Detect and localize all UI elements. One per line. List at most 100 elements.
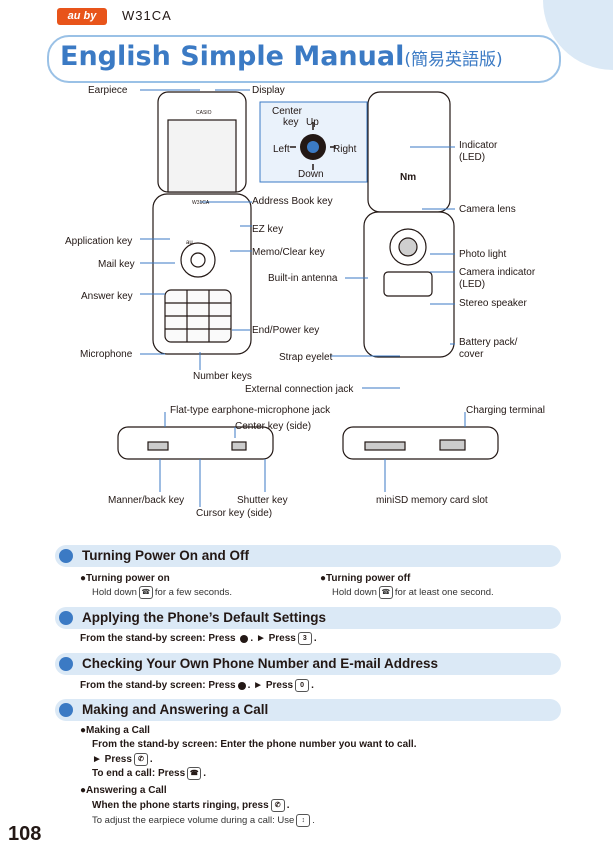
- end-call-text: To end a call: Press: [92, 768, 186, 780]
- call-key-icon: ✆: [270, 799, 285, 812]
- label-right: Right: [333, 144, 357, 155]
- own-number-text-c: .: [311, 680, 314, 692]
- number-key-icon: 0: [295, 679, 310, 692]
- power-on-text-a: Hold down: [92, 587, 137, 599]
- end-key-icon: ☎: [138, 586, 153, 599]
- label-mail-key: Mail key: [98, 259, 135, 270]
- label-address-book-key: Address Book key: [252, 196, 333, 207]
- dpad-detail: [259, 101, 368, 183]
- label-shutter-key: Shutter key: [237, 495, 288, 506]
- answering-call-text-1: When the phone starts ringing, press✆.: [92, 799, 290, 812]
- section-power-header: Turning Power On and Off: [55, 545, 561, 567]
- phone-casio-mark: CASIO: [196, 110, 212, 116]
- label-camera-indicator: Camera indicator: [459, 267, 536, 278]
- making-call-text-3: To end a call: Press☎.: [92, 767, 206, 780]
- label-left: Left: [273, 144, 290, 155]
- label-application-key: Application key: [65, 236, 133, 247]
- back-logo-mark: Nm: [400, 172, 417, 183]
- label-microphone: Microphone: [80, 349, 133, 360]
- title-japanese: (簡易英語版): [404, 50, 503, 70]
- title-main: English Simple Manual: [60, 41, 405, 72]
- section-calls-header: Making and Answering a Call: [55, 699, 561, 721]
- power-off-text: Hold down☎for at least one second.: [332, 586, 494, 599]
- label-built-in-antenna: Built-in antenna: [268, 273, 338, 284]
- label-end-power-key: End/Power key: [252, 325, 320, 336]
- center-key-icon: [237, 681, 246, 690]
- front-phone: [152, 91, 252, 355]
- making-call-text-2: ► Press✆.: [92, 753, 153, 766]
- end-key-icon: ☎: [378, 586, 393, 599]
- number-key-icon: 3: [297, 632, 312, 645]
- label-strap-eyelet: Strap eyelet: [279, 352, 333, 363]
- label-photo-light: Photo light: [459, 249, 507, 260]
- label-ez-key: EZ key: [252, 224, 284, 235]
- power-off-heading: ●Turning power off: [320, 573, 411, 584]
- label-indicator: Indicator: [459, 140, 498, 151]
- own-number-text: From the stand-by screen: Press . ► Press…: [80, 679, 314, 692]
- section-bullet-icon: [59, 657, 73, 671]
- label-manner-back-key: Manner/back key: [108, 495, 185, 506]
- label-display: Display: [252, 85, 285, 96]
- callout-lines: [140, 89, 466, 507]
- answering-call-text-2: To adjust the earpiece volume during a c…: [92, 814, 315, 827]
- power-off-text-a: Hold down: [332, 587, 377, 599]
- label-charging-terminal: Charging terminal: [466, 405, 545, 416]
- side-view-right: [342, 426, 499, 460]
- label-camera-lens: Camera lens: [459, 204, 516, 215]
- making-call-heading: ●Making a Call: [80, 725, 150, 736]
- making-call-press: ► Press: [92, 754, 132, 766]
- au-logo: au by KDDI: [57, 8, 107, 39]
- page-number: 108: [8, 823, 42, 845]
- power-on-text: Hold down☎for a few seconds.: [92, 586, 232, 599]
- label-down: Down: [298, 169, 324, 180]
- label-center: Center: [272, 106, 303, 117]
- section-title: Making and Answering a Call: [82, 702, 269, 717]
- default-settings-text-c: .: [313, 633, 317, 645]
- label-up: Up: [306, 117, 319, 128]
- label-flat-type-jack: Flat-type earphone-microphone jack: [170, 405, 331, 416]
- updown-key-icon: ↕: [296, 814, 311, 827]
- label-center-key-side: Center key (side): [235, 421, 312, 432]
- section-title: Applying the Phone’s Default Settings: [82, 610, 327, 625]
- volume-text: To adjust the earpiece volume during a c…: [92, 815, 295, 827]
- label-camera-indicator-led: (LED): [459, 279, 486, 290]
- label-stereo-speaker: Stereo speaker: [459, 298, 527, 309]
- call-key-icon: ✆: [133, 753, 148, 766]
- section-bullet-icon: [59, 611, 73, 625]
- label-earpiece: Earpiece: [88, 85, 128, 96]
- section-title: Turning Power On and Off: [82, 548, 249, 563]
- phone-model-mark: W31CA: [192, 200, 210, 206]
- label-number-keys: Number keys: [193, 371, 252, 382]
- side-view-left: [117, 426, 274, 460]
- section-own-number-header: Checking Your Own Phone Number and E-mai…: [55, 653, 561, 675]
- label-answer-key: Answer key: [81, 291, 133, 302]
- model-name: W31CA: [122, 8, 172, 23]
- phone-au-mark: au: [186, 240, 193, 246]
- power-off-text-b: for at least one second.: [394, 587, 494, 599]
- own-number-text-b: . ► Press: [247, 680, 294, 692]
- center-key-icon: [240, 634, 249, 643]
- label-cursor-key-side: Cursor key (side): [196, 508, 273, 519]
- page-title: English Simple Manual(簡易英語版): [60, 41, 503, 72]
- own-number-text-a: From the stand-by screen: Press: [80, 680, 236, 692]
- section-title: Checking Your Own Phone Number and E-mai…: [82, 656, 439, 671]
- default-settings-text-a: From the stand-by screen: Press: [80, 633, 236, 645]
- end-key-icon: ☎: [187, 767, 202, 780]
- power-on-text-b: for a few seconds.: [154, 587, 232, 599]
- making-call-text-1: From the stand-by screen: Enter the phon…: [92, 739, 417, 750]
- answering-call-text-a: When the phone starts ringing, press: [92, 800, 269, 812]
- label-external-connection-jack: External connection jack: [245, 384, 354, 395]
- default-settings-text: From the stand-by screen: Press . ► Pres…: [80, 632, 317, 645]
- section-bullet-icon: [59, 703, 73, 717]
- label-memo-clear-key: Memo/Clear key: [252, 247, 325, 258]
- section-bullet-icon: [59, 549, 73, 563]
- default-settings-text-b: . ► Press: [250, 633, 296, 645]
- label-indicator-led: (LED): [459, 152, 486, 163]
- title-frame: [47, 35, 561, 83]
- label-battery-pack: Battery pack/: [459, 337, 518, 348]
- label-key: key: [283, 117, 299, 128]
- label-battery-cover: cover: [459, 349, 484, 360]
- phone-diagram: [117, 89, 499, 507]
- label-minisd-slot: miniSD memory card slot: [376, 495, 488, 506]
- back-phone: [363, 91, 455, 358]
